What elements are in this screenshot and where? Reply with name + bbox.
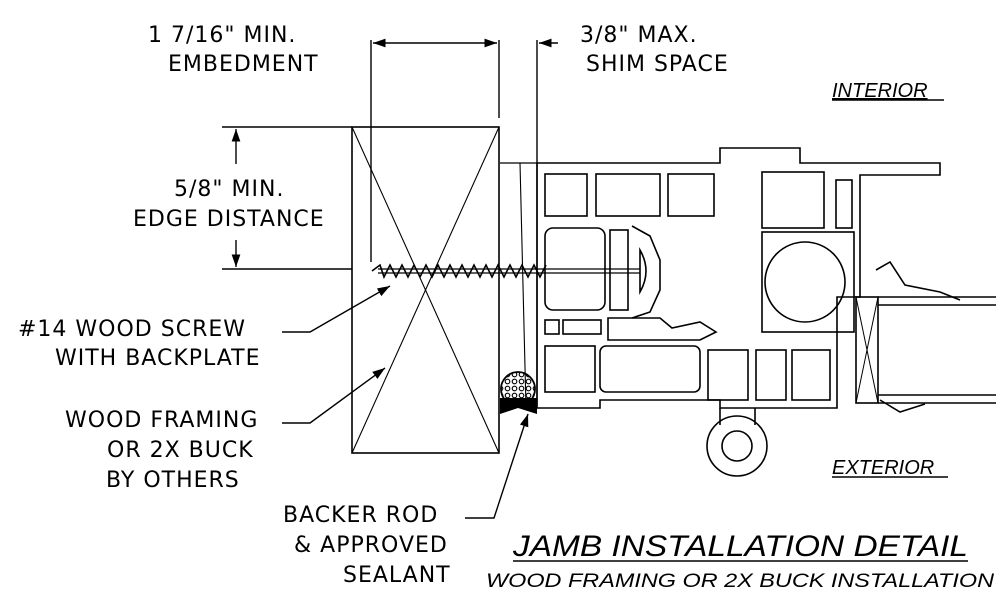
sash-profile (761, 231, 855, 333)
frame-chamber (544, 345, 596, 393)
backer-leader (465, 413, 529, 519)
framing-callout-line3: BY OTHERS (106, 468, 240, 493)
shim-dimension (536, 38, 558, 163)
glazing-gasket (879, 399, 926, 413)
interior-label: INTERIOR (832, 80, 928, 102)
backer-callout-line1: BACKER ROD (283, 503, 438, 528)
edge-label-line1: 5/8" MIN. (174, 177, 284, 202)
wood-framing (351, 126, 500, 454)
screw-leader (282, 285, 391, 333)
framing-callout-line2: OR 2X BUCK (107, 438, 254, 463)
frame-chamber (761, 171, 825, 229)
frame-chamber (544, 173, 588, 217)
frame-chamber (755, 349, 787, 401)
screw-head (639, 246, 647, 296)
shim-label-line1: 3/8" MAX. (580, 23, 698, 48)
embedment-label-line2: EMBEDMENT (168, 52, 319, 77)
window-frame-extrusion (500, 147, 996, 477)
mounting-loop (706, 415, 768, 477)
frame-chamber (707, 349, 749, 401)
frame-chamber (544, 319, 560, 335)
mounting-loop-hole (721, 430, 753, 462)
wood-framing-diagonal-b (351, 126, 500, 454)
framing-callout-line1: WOOD FRAMING (65, 408, 258, 433)
detail-title: JAMB INSTALLATION DETAIL (512, 530, 968, 563)
glass-spacer (855, 296, 879, 404)
wood-framing-outline (351, 126, 500, 454)
exterior-label: EXTERIOR (832, 457, 934, 479)
backer-rod-sealant (500, 371, 537, 414)
frame-chamber (835, 179, 853, 229)
backer-rod (500, 371, 536, 407)
shim-label-line2: SHIM SPACE (586, 52, 729, 77)
leaders (282, 285, 529, 519)
embedment-dimension (370, 38, 500, 262)
frame-chamber (791, 349, 831, 401)
glazing-bead (631, 225, 661, 319)
screw-callout-line1: #14 WOOD SCREW (18, 317, 246, 342)
weather-strip (607, 317, 718, 341)
backer-callout-line2: & APPROVED (294, 533, 448, 558)
embedment-label-line1: 1 7/16" MIN. (148, 23, 296, 48)
edge-label-line2: EDGE DISTANCE (133, 207, 325, 232)
wood-screw (371, 246, 647, 296)
frame-outline (536, 147, 941, 409)
frame-chamber (544, 227, 606, 311)
glazing-gasket (875, 260, 961, 301)
detail-subtitle: WOOD FRAMING OR 2X BUCK INSTALLATION (486, 571, 994, 592)
edge-dimension (222, 126, 352, 270)
frame-chamber (562, 319, 602, 335)
frame-chamber (595, 173, 661, 217)
sash-round-chamber (764, 241, 846, 323)
backer-callout-line3: SEALANT (343, 563, 451, 588)
frame-chamber (609, 229, 629, 311)
screw-callout-line2: WITH BACKPLATE (55, 346, 260, 371)
framing-leader (282, 367, 386, 424)
frame-chamber (667, 173, 715, 217)
frame-chamber (599, 345, 701, 393)
